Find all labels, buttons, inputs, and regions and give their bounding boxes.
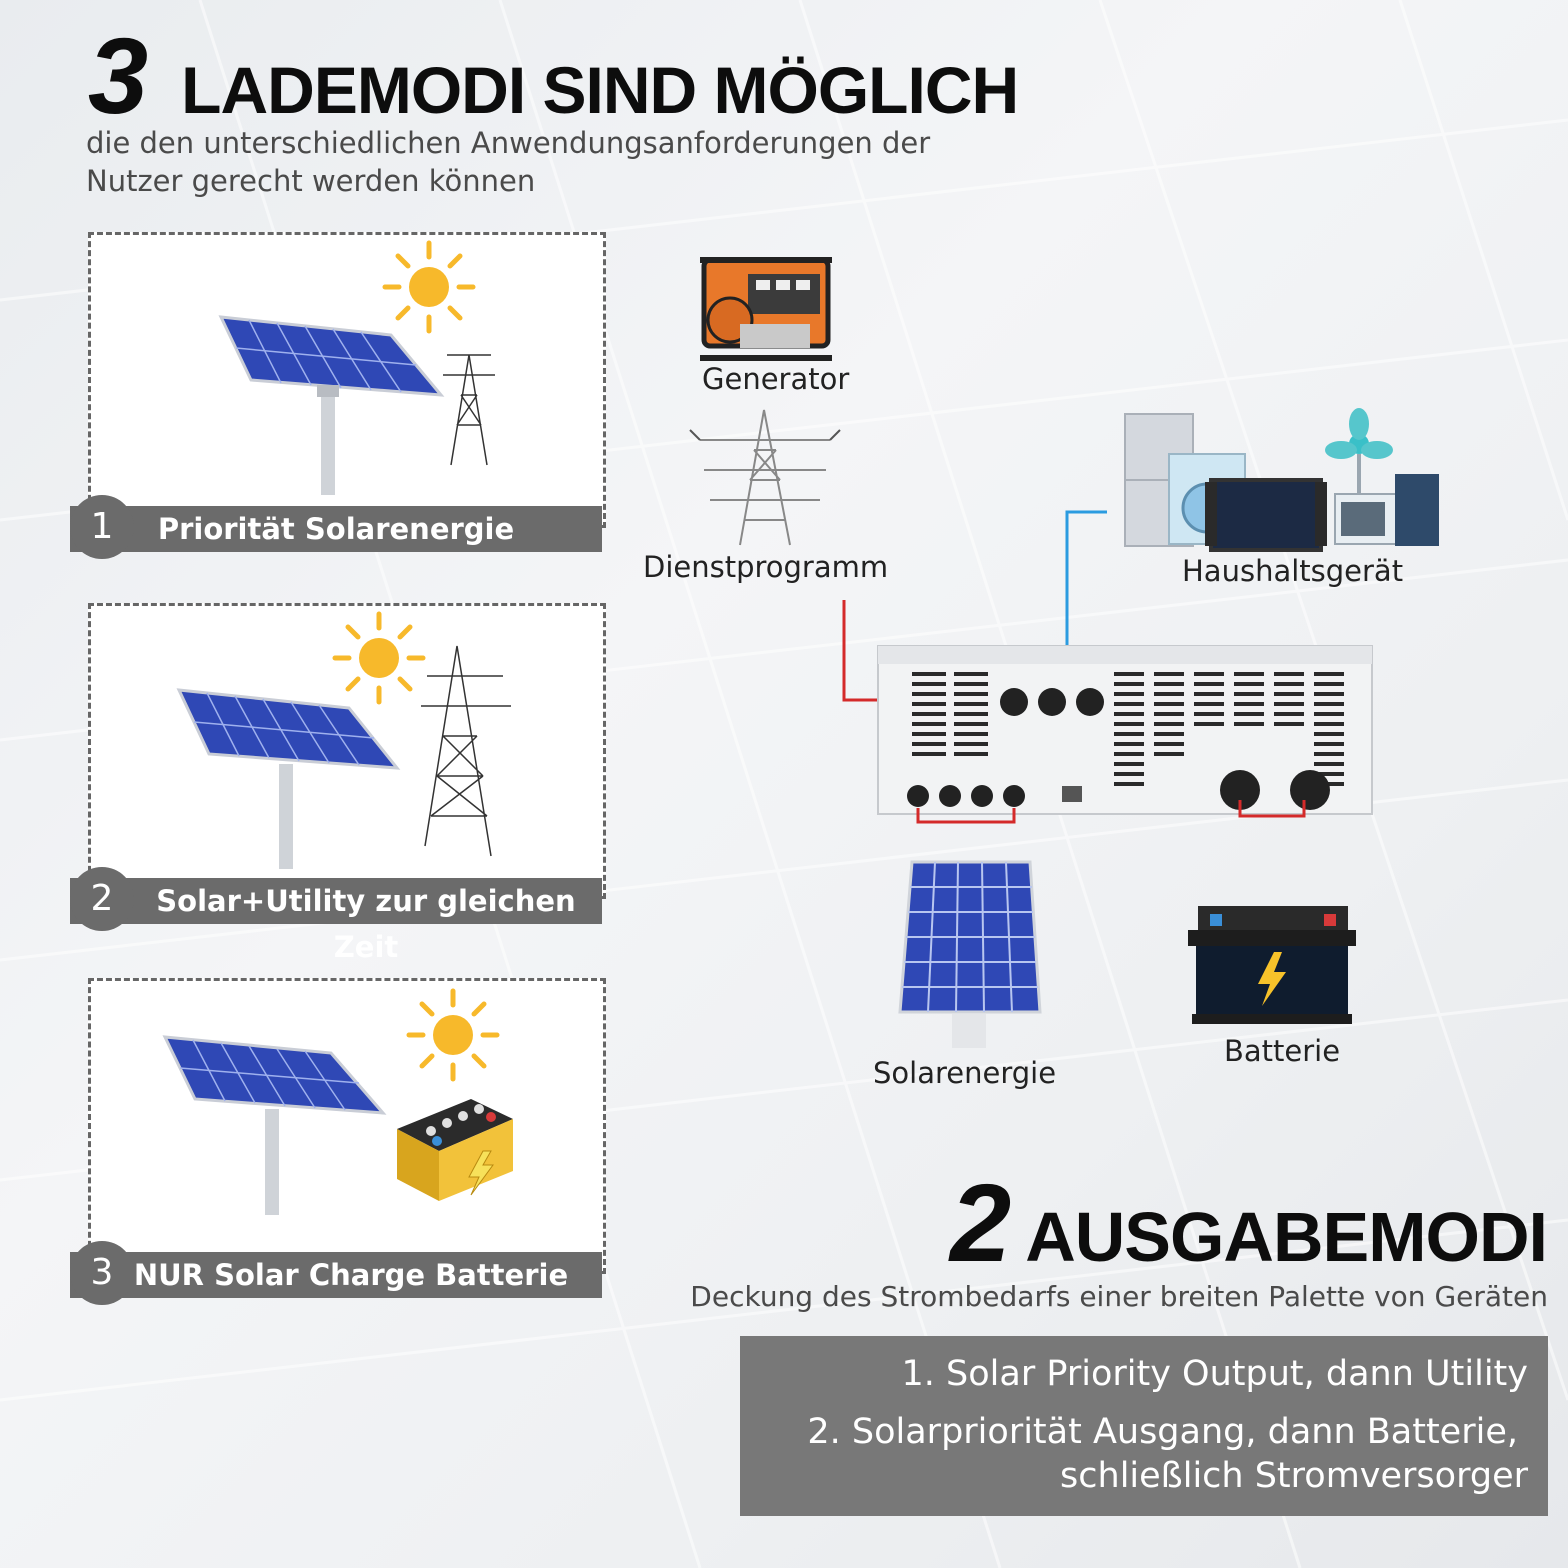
- mode-card-2: [88, 603, 606, 899]
- mode-card-3: [88, 978, 606, 1274]
- solar-label: Solarenergie: [873, 1056, 1057, 1090]
- vent-grille: [912, 672, 1344, 786]
- power-tower-icon: [421, 645, 511, 857]
- mode-label-3: NUR Solar Charge Batterie: [70, 1252, 602, 1298]
- mode-card-1: [88, 232, 606, 528]
- power-tower-icon: [689, 409, 841, 546]
- mode-1-illustration: [218, 240, 495, 495]
- solar-panel-icon: [176, 688, 401, 869]
- utility-label: Dienstprogramm: [643, 550, 889, 584]
- page-title: 3 LADEMODI SIND MÖGLICH: [88, 15, 1019, 136]
- title-number: 3: [88, 15, 149, 136]
- generator-label: Generator: [702, 362, 850, 396]
- appliances-icon: [1124, 408, 1439, 552]
- power-tower-icon: [443, 354, 495, 466]
- sun-icon: [406, 988, 500, 1082]
- solar-panel-icon: [898, 860, 1042, 1048]
- output-mode-2-line-2: schließlich Stromversorger: [1060, 1456, 1528, 1496]
- title-text: LADEMODI SIND MÖGLICH: [181, 53, 1019, 127]
- mode-label-2: Solar+Utility zur gleichen Zeit: [70, 878, 602, 964]
- output-subtitle: Deckung des Strombedarfs einer breiten P…: [690, 1280, 1548, 1313]
- output-title-text: AUSGABEMODI: [1025, 1198, 1548, 1276]
- battery-label: Batterie: [1224, 1034, 1341, 1068]
- system-diagram: [689, 257, 1439, 1048]
- mode-number-1: 1: [70, 495, 134, 559]
- sun-icon: [332, 611, 426, 705]
- mode-label-1: Priorität Solarenergie: [70, 506, 602, 552]
- mode-label-1-text: Priorität Solarenergie: [157, 512, 515, 546]
- battery-icon: [1188, 906, 1356, 1024]
- solar-panel-icon: [218, 315, 445, 495]
- subtitle-line-2: Nutzer gerecht werden können: [86, 164, 536, 198]
- battery-wire: [1238, 800, 1306, 818]
- mode-label-3-text: NUR Solar Charge Batterie: [133, 1258, 569, 1292]
- mode-label-2-text: Solar+Utility zur gleichen Zeit: [156, 884, 576, 964]
- mode-number-3: 3: [70, 1241, 134, 1305]
- subtitle-line-1: die den unterschiedlichen Anwendungsanfo…: [86, 126, 931, 160]
- inverter-icon: [877, 645, 1373, 815]
- output-modes-box: 1. Solar Priority Output, dann Utility 2…: [740, 1336, 1548, 1516]
- output-title-number: 2: [950, 1162, 1012, 1285]
- appliances-label: Haushaltsgerät: [1182, 554, 1404, 588]
- page-subtitle: die den unterschiedlichen Anwendungsanfo…: [86, 124, 1006, 200]
- mode-number-2: 2: [70, 867, 134, 931]
- solar-panel-icon: [162, 1035, 387, 1215]
- mode-3-illustration: [162, 988, 513, 1215]
- output-mode-2-line-1: 2. Solarpriorität Ausgang, dann Batterie…: [807, 1412, 1518, 1452]
- output-mode-1: 1. Solar Priority Output, dann Utility: [901, 1354, 1528, 1394]
- sun-icon: [382, 240, 476, 334]
- pv-wire: [916, 808, 1016, 824]
- mode-2-illustration: [176, 611, 511, 869]
- battery-icon: [397, 1099, 513, 1201]
- generator-icon: [700, 257, 832, 361]
